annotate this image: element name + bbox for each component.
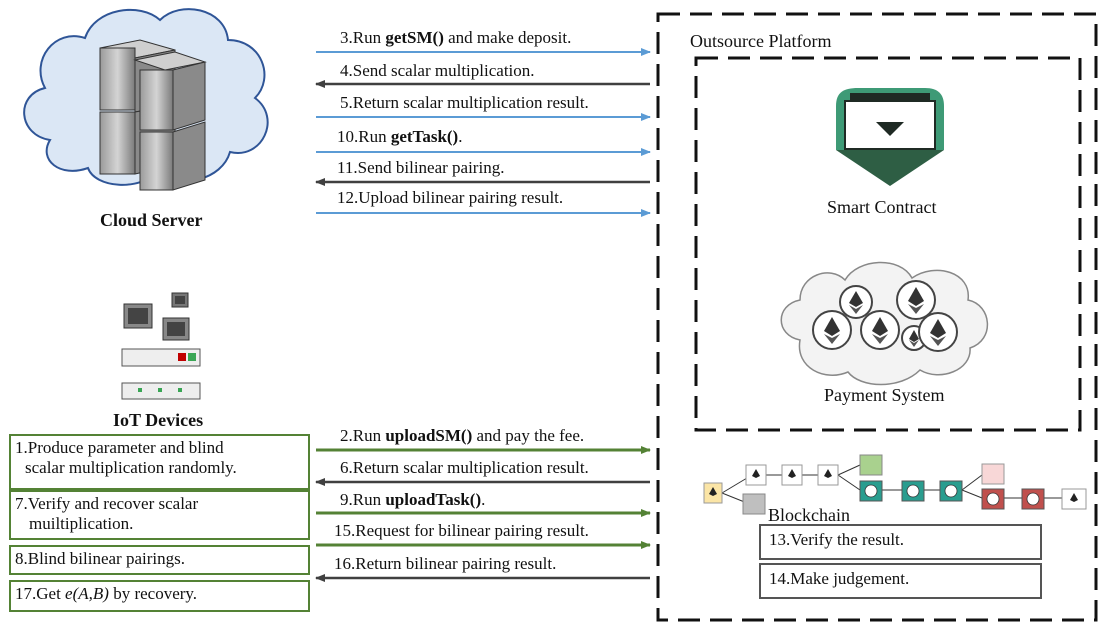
step-1-line-1: 1.Produce parameter and blind [15, 438, 224, 457]
blockchain-graphic [703, 454, 1087, 515]
blockchain-label: Blockchain [768, 505, 850, 525]
step-8-text: 8.Blind bilinear pairings. [15, 549, 185, 568]
step-17-box: 17.Get e(A,B) by recovery. [9, 580, 310, 612]
iot-devices-label: IoT Devices [113, 410, 204, 430]
iot-devices-icon [121, 292, 201, 400]
message-10: 10.Run getTask(). [337, 127, 463, 146]
message-3: 3.Run getSM() and make deposit. [340, 28, 572, 47]
ethereum-coins [812, 280, 958, 352]
step-8-box: 8.Blind bilinear pairings. [9, 545, 310, 575]
step-1-line-2: scalar multiplication randomly. [25, 458, 237, 477]
message-2: 2.Run uploadSM() and pay the fee. [340, 426, 585, 445]
step-13-box: 13.Verify the result. [759, 524, 1042, 560]
iot-arrows [315, 446, 651, 582]
cloud-server-label: Cloud Server [100, 210, 203, 230]
message-16: 16.Return bilinear pairing result. [334, 554, 557, 573]
step-7-box: 7.Verify and recover scalar muiltiplicat… [9, 490, 310, 540]
step-7-line-2: muiltiplication. [29, 514, 134, 533]
server-icon [99, 39, 207, 191]
step-13-text: 13.Verify the result. [769, 530, 905, 549]
message-12: 12.Upload bilinear pairing result. [337, 188, 564, 207]
payment-system-label: Payment System [824, 385, 945, 405]
step-17-text: 17.Get e(A,B) by recovery. [15, 584, 198, 603]
step-1-box: 1.Produce parameter and blind scalar mul… [9, 434, 310, 490]
step-14-text: 14.Make judgement. [769, 569, 910, 588]
platform-inner-box [694, 56, 1082, 432]
outsource-platform-box [656, 12, 1098, 622]
outsource-platform-title: Outsource Platform [690, 31, 832, 51]
message-9: 9.Run uploadTask(). [340, 490, 486, 509]
smart-contract-label: Smart Contract [827, 197, 937, 217]
message-4: 4.Send scalar multiplication. [340, 61, 535, 80]
smart-contract-icon [836, 88, 944, 186]
message-15: 15.Request for bilinear pairing result. [334, 521, 589, 540]
step-14-box: 14.Make judgement. [759, 563, 1042, 599]
message-5: 5.Return scalar multiplication result. [340, 93, 589, 112]
message-11: 11.Send bilinear pairing. [337, 158, 505, 177]
cloud-arrows [315, 48, 651, 217]
message-6: 6.Return scalar multiplication result. [340, 458, 589, 477]
step-7-line-1: 7.Verify and recover scalar [15, 494, 199, 513]
